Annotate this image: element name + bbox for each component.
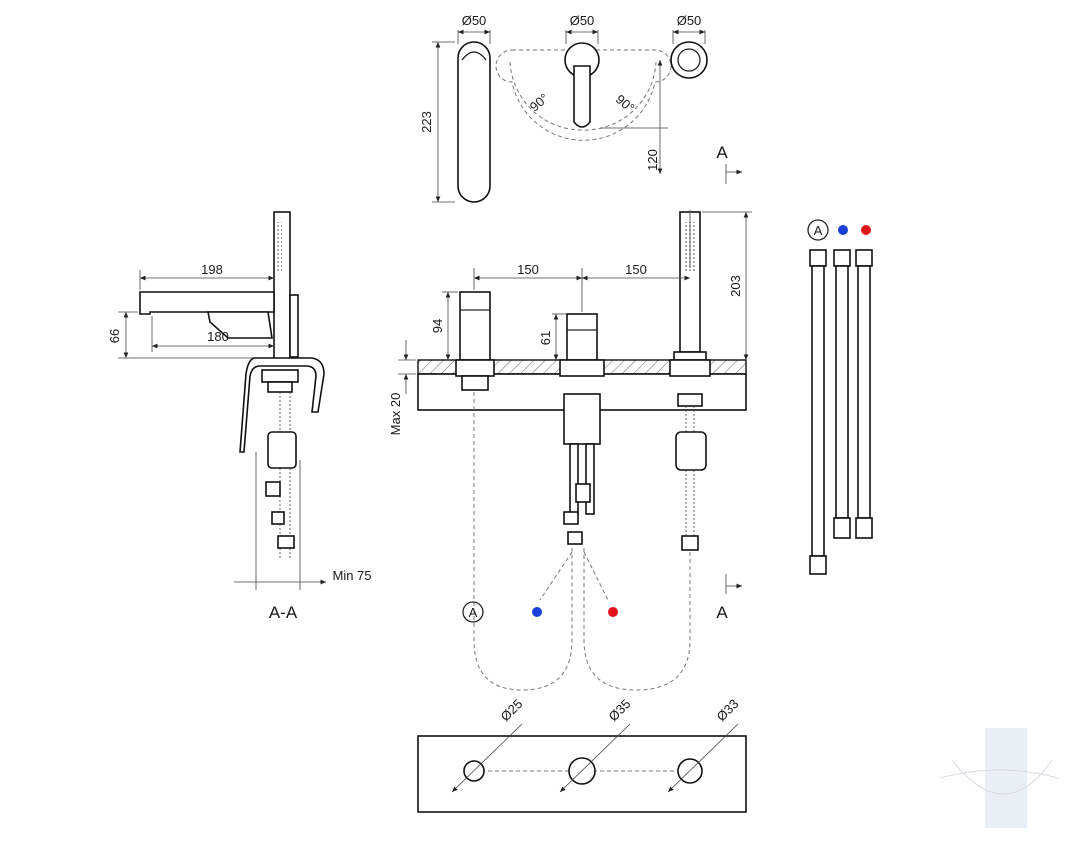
hose-hot bbox=[855, 249, 873, 539]
front-view: 150 150 94 61 203 Max 20 A A bbox=[388, 210, 752, 691]
hose-cold-dot bbox=[838, 225, 848, 235]
top-view-handshower: Ø50 bbox=[670, 13, 708, 79]
dim-spout-height: 223 bbox=[419, 111, 434, 133]
dim-handshower-height: 203 bbox=[728, 275, 743, 297]
dim-lever-height: 120 bbox=[645, 149, 660, 171]
dim-side-height: 66 bbox=[107, 329, 122, 343]
deck-hole-plan: Ø25 Ø35 Ø33 bbox=[417, 696, 747, 813]
hose-set: A bbox=[807, 219, 873, 575]
hot-water-dot bbox=[608, 607, 618, 617]
section-marker-top-label: A bbox=[716, 143, 728, 162]
hose-legend-code: A bbox=[814, 223, 823, 238]
dim-mixer-height: 61 bbox=[538, 331, 553, 345]
top-view-mixer: Ø50 90° 90° 120 bbox=[495, 13, 672, 174]
dim-hole-mid: Ø35 bbox=[606, 696, 634, 724]
cold-water-dot bbox=[532, 607, 542, 617]
dim-spacing-right: 150 bbox=[625, 262, 647, 277]
dim-side-reach: 198 bbox=[201, 262, 223, 277]
dim-max-deck: Max 20 bbox=[388, 393, 403, 436]
dim-handshower-diameter: Ø50 bbox=[677, 13, 702, 28]
dim-rotation-left: 90° bbox=[527, 90, 552, 114]
watermark-logo bbox=[939, 728, 1059, 828]
dim-hole-small: Ø25 bbox=[498, 696, 526, 724]
dim-side-outlet: 180 bbox=[207, 329, 229, 344]
dim-mixer-diameter: Ø50 bbox=[570, 13, 595, 28]
connection-code-label: A bbox=[469, 605, 478, 620]
dim-min-clearance: Min 75 bbox=[332, 568, 371, 583]
section-marker-top: A bbox=[716, 143, 742, 184]
section-marker-bottom-label: A bbox=[716, 603, 728, 622]
dim-spout-diameter: Ø50 bbox=[462, 13, 487, 28]
top-view-spout: Ø50 223 bbox=[419, 13, 491, 203]
hose-a bbox=[809, 249, 827, 575]
hose-cold bbox=[833, 249, 851, 539]
dim-spout-body-height: 94 bbox=[430, 319, 445, 333]
dim-spacing-left: 150 bbox=[517, 262, 539, 277]
side-section-view: 198 180 66 Min 75 A-A bbox=[107, 211, 372, 622]
dim-hole-large: Ø33 bbox=[714, 696, 742, 724]
hose-hot-dot bbox=[861, 225, 871, 235]
dim-rotation-right: 90° bbox=[613, 91, 638, 115]
section-view-label: A-A bbox=[269, 603, 298, 622]
